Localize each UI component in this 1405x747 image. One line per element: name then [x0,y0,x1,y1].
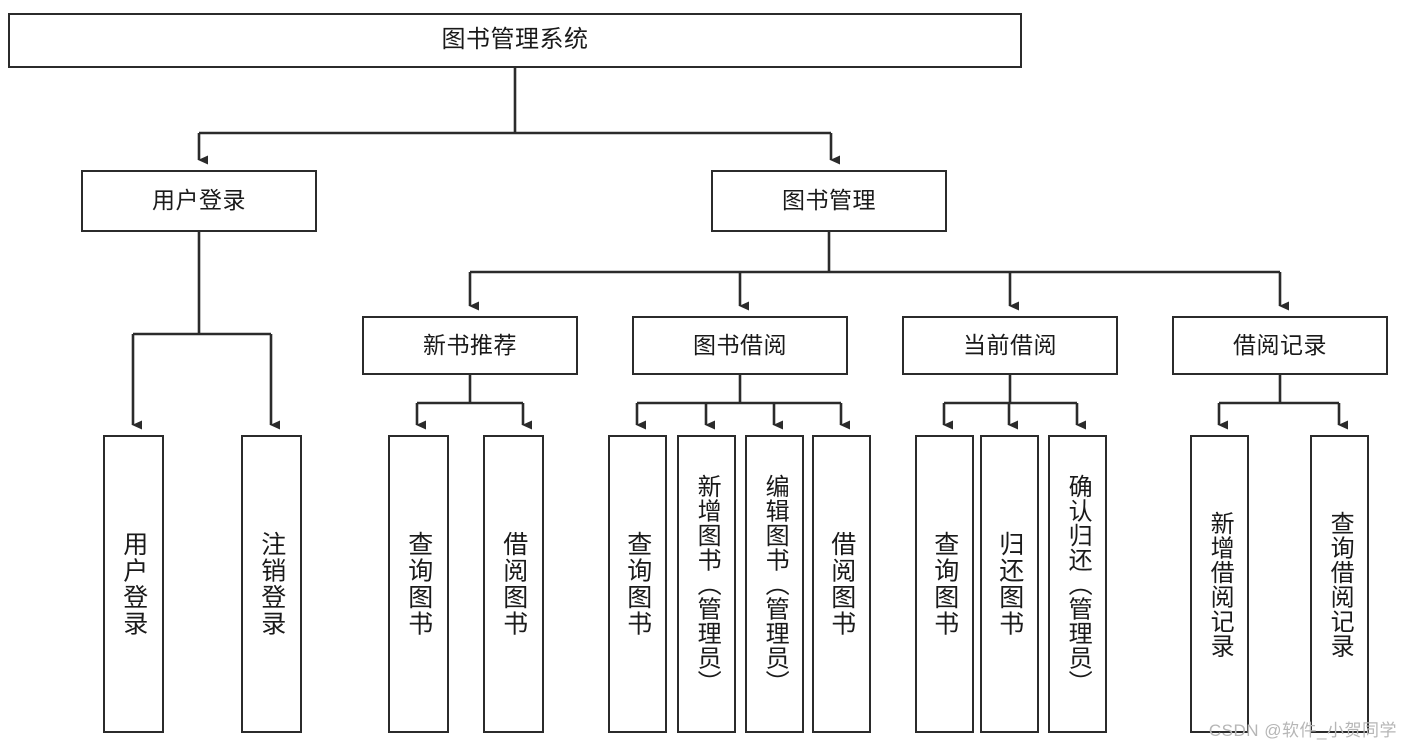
node-leaf-add-book-label: 新增图书（管理员） [693,473,721,695]
node-leaf-add-book[interactable]: 新增图书（管理员） [677,435,736,733]
node-new-book-recommend[interactable]: 新书推荐 [362,316,578,375]
node-book-borrow-label: 图书借阅 [693,331,787,358]
node-borrow-record-label: 借阅记录 [1233,331,1327,358]
node-leaf-borrow-book-1-label: 借阅图书 [499,531,528,637]
node-leaf-borrow-book-2[interactable]: 借阅图书 [812,435,871,733]
node-user-login[interactable]: 用户登录 [81,170,317,232]
node-leaf-borrow-book-2-label: 借阅图书 [827,531,856,637]
node-leaf-query-record[interactable]: 查询借阅记录 [1310,435,1369,733]
node-leaf-edit-book[interactable]: 编辑图书（管理员） [745,435,804,733]
node-user-login-label: 用户登录 [152,187,246,214]
node-leaf-user-login-label: 用户登录 [119,531,148,637]
node-leaf-logout[interactable]: 注销登录 [241,435,302,733]
node-leaf-query-book-2-label: 查询图书 [623,531,652,637]
node-book-borrow[interactable]: 图书借阅 [632,316,848,375]
node-leaf-user-login[interactable]: 用户登录 [103,435,164,733]
node-leaf-add-record-label: 新增借阅记录 [1206,510,1234,658]
node-leaf-add-record[interactable]: 新增借阅记录 [1190,435,1249,733]
node-leaf-return-book-label: 归还图书 [995,531,1024,637]
node-current-borrow-label: 当前借阅 [963,331,1057,358]
node-leaf-edit-book-label: 编辑图书（管理员） [761,473,789,695]
node-leaf-return-book[interactable]: 归还图书 [980,435,1039,733]
node-book-manage-label: 图书管理 [782,187,876,214]
node-leaf-borrow-book-1[interactable]: 借阅图书 [483,435,544,733]
node-leaf-logout-label: 注销登录 [257,531,286,637]
node-leaf-query-book-1-label: 查询图书 [404,531,433,637]
node-current-borrow[interactable]: 当前借阅 [902,316,1118,375]
node-root-book-management-system[interactable]: 图书管理系统 [8,13,1022,68]
node-book-manage[interactable]: 图书管理 [711,170,947,232]
node-new-book-recommend-label: 新书推荐 [423,331,517,358]
node-leaf-query-book-2[interactable]: 查询图书 [608,435,667,733]
node-root-label: 图书管理系统 [441,26,589,54]
node-borrow-record[interactable]: 借阅记录 [1172,316,1388,375]
node-leaf-query-book-3[interactable]: 查询图书 [915,435,974,733]
node-leaf-query-record-label: 查询借阅记录 [1326,510,1354,658]
node-leaf-confirm-return-label: 确认归还（管理员） [1064,473,1092,695]
node-leaf-query-book-3-label: 查询图书 [930,531,959,637]
node-leaf-query-book-1[interactable]: 查询图书 [388,435,449,733]
node-leaf-confirm-return[interactable]: 确认归还（管理员） [1048,435,1107,733]
